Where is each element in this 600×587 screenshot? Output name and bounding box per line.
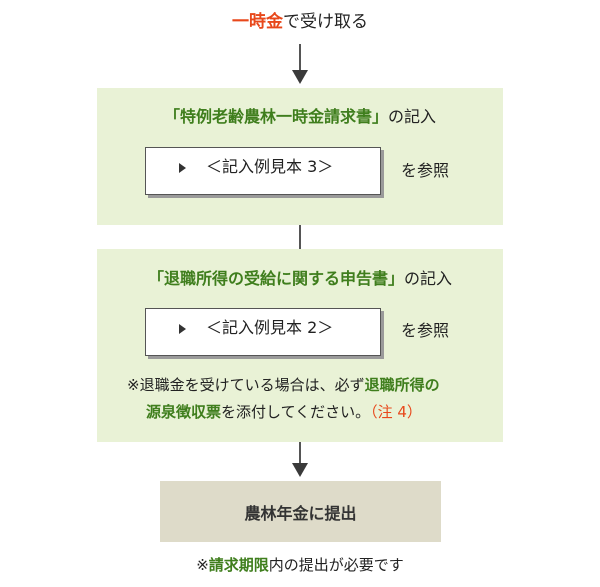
note-reference-4: （注 4） [370,403,422,421]
connector-line-1 [299,44,301,71]
arrow-down-icon [292,70,308,84]
play-triangle-icon [179,163,186,173]
step1-title: 「特例老齢農林一時金請求書」の記入 [97,106,503,128]
connector-line-2 [299,225,301,249]
step2-note-line2: 源泉徴収票を添付してください。（注 4） [146,399,422,425]
flow-start-title: 一時金で受け取る [0,10,600,34]
submit-step-box: 農林年金に提出 [160,481,441,542]
step2-form-name: 「退職所得の受給に関する申告書」 [147,269,404,288]
withholding-slip-highlight: 源泉徴収票 [146,403,222,421]
deadline-note-prefix: ※ [196,556,209,574]
play-triangle-icon [179,324,186,334]
step2-refer-text: を参照 [401,321,450,340]
step2-title-suffix: の記入 [404,269,453,288]
step2-note-line1: ※退職金を受けている場合は、必ず退職所得の [127,372,440,398]
connector-line-3 [299,442,301,464]
lump-sum-highlight: 一時金 [232,12,283,32]
deadline-note-rest: 内の提出が必要です [268,556,404,574]
example-link-label: ＜記入例見本 2＞ [206,318,334,337]
step1-refer-text: を参照 [401,161,450,180]
example-link-label: ＜記入例見本 3＞ [206,157,334,176]
example-link-2[interactable]: ＜記入例見本 2＞ [145,308,381,356]
example-link-3[interactable]: ＜記入例見本 3＞ [145,147,381,195]
submit-step-label: 農林年金に提出 [244,503,357,523]
step1-title-suffix: の記入 [388,107,437,126]
note-line2-rest: を添付してください。 [221,403,371,421]
arrow-down-icon [292,463,308,477]
step1-form-name: 「特例老齢農林一時金請求書」 [163,107,388,126]
claim-deadline-highlight: 請求期限 [208,556,269,574]
deadline-note: ※請求期限内の提出が必要です [0,554,600,576]
note-line1-highlight: 退職所得の [364,376,440,394]
flow-start-title-rest: で受け取る [283,12,368,32]
step2-title: 「退職所得の受給に関する申告書」の記入 [97,268,503,290]
note-line1-prefix: ※退職金を受けている場合は、必ず [127,376,365,394]
